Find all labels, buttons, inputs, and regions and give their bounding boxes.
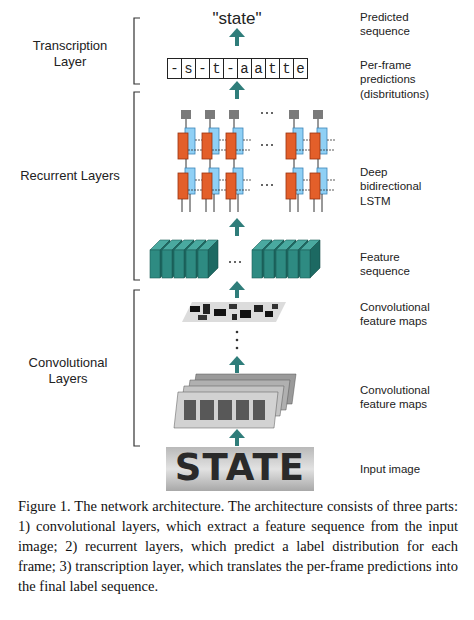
bracket [134, 18, 140, 84]
frame-char: - [198, 61, 206, 77]
side-label: Feature sequence [360, 250, 422, 279]
frame-char: t [212, 61, 220, 77]
frame-char: t [282, 61, 290, 77]
side-label: Input image [360, 462, 450, 476]
layer-name: Recurrent Layers [18, 168, 122, 184]
input-image [166, 447, 314, 491]
side-label: Deep bidirectional LSTM [360, 165, 440, 208]
frame-char: s [184, 61, 192, 77]
image-text: STATE [166, 446, 314, 490]
bracket [134, 290, 140, 446]
frame-cell: - [223, 58, 238, 79]
frame-cell: t [279, 58, 294, 79]
frame-char: a [240, 61, 248, 77]
frame-cell: e [293, 58, 308, 79]
figure-caption: Figure 1. The network architecture. The … [18, 496, 458, 596]
frame-char: a [254, 61, 262, 77]
conv-feature-maps-large [174, 374, 296, 428]
feature-sequence [150, 240, 320, 278]
frame-cell: - [195, 58, 210, 79]
side-label: Per-frame predictions (disbritutions) [360, 58, 455, 101]
frame-char: t [268, 61, 276, 77]
frame-char: e [296, 61, 304, 77]
frame-char: - [226, 61, 234, 77]
side-label: Predicted sequence [360, 10, 455, 39]
frame-cell: - [167, 58, 182, 79]
frame-cell: t [209, 58, 224, 79]
predicted-sequence: "state" [177, 8, 297, 29]
side-label: Convolutional feature maps [360, 383, 450, 412]
layer-name: Transcription Layer [18, 38, 122, 71]
frame-cell: a [237, 58, 252, 79]
frame-cell: s [181, 58, 196, 79]
bracket [134, 92, 140, 280]
frame-cell: t [265, 58, 280, 79]
layer-name: Convolutional Layers [12, 355, 124, 388]
lstm-grid [178, 110, 335, 212]
frame-char: - [170, 61, 178, 77]
side-label: Convolutional feature maps [360, 300, 450, 329]
conv-feature-map-small [182, 302, 286, 349]
frame-cell: a [251, 58, 266, 79]
